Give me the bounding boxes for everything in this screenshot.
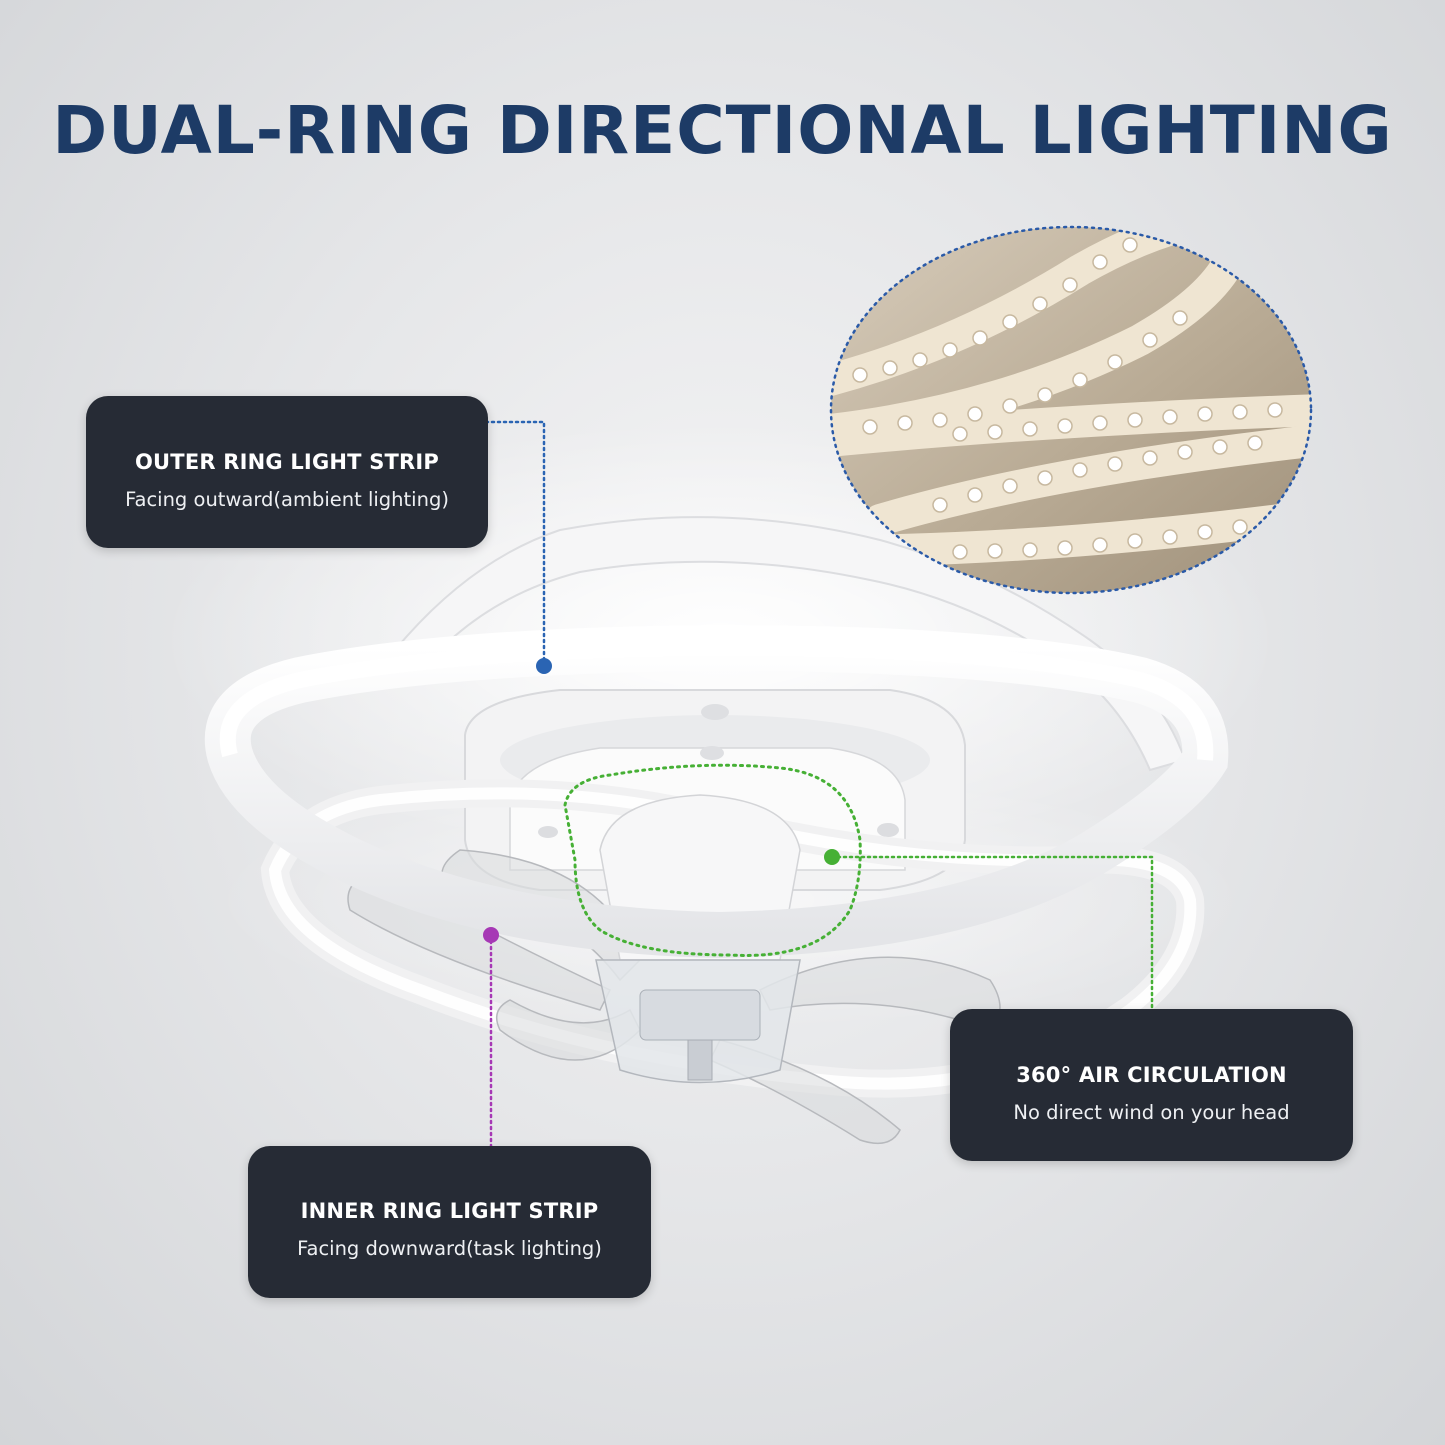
air-circulation-subtitle: No direct wind on your head: [1013, 1101, 1290, 1124]
outer-ring-callout: OUTER RING LIGHT STRIP Facing outward(am…: [86, 396, 488, 548]
page-title: DUAL-RING DIRECTIONAL LIGHTING: [52, 92, 1393, 169]
outer-ring-subtitle: Facing outward(ambient lighting): [125, 488, 449, 511]
led-strip-closeup: [829, 225, 1313, 595]
outer-ring-title: OUTER RING LIGHT STRIP: [134, 450, 440, 474]
air-circulation-callout: 360° AIR CIRCULATION No direct wind on y…: [950, 1009, 1353, 1161]
inner-ring-callout: INNER RING LIGHT STRIP Facing downward(t…: [248, 1146, 651, 1298]
outer-ring-front: [204, 624, 1229, 959]
air-circulation-title: 360° AIR CIRCULATION: [1016, 1063, 1287, 1087]
inner-ring-subtitle: Facing downward(task lighting): [297, 1237, 602, 1260]
air-flow-outline: [563, 763, 862, 957]
inner-ring-title: INNER RING LIGHT STRIP: [300, 1199, 599, 1223]
